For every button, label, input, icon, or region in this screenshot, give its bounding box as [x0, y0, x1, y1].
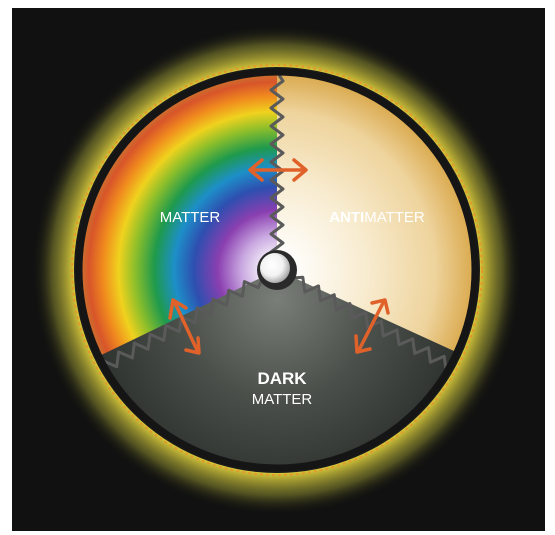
outer-ring: [71, 64, 483, 476]
dark-matter-label-line1: DARK: [257, 369, 307, 388]
antimatter-label: ANTIMATTER: [329, 209, 425, 226]
disc-border: [75, 68, 479, 472]
arrow-top: [248, 158, 308, 182]
arrow-right: [354, 298, 390, 354]
antimatter-label-bold: ANTI: [329, 209, 364, 226]
boundary-wave-top: [269, 72, 285, 254]
matter-label: MATTER: [160, 209, 221, 226]
arrow-left: [168, 298, 201, 355]
boundary-wave-right: [291, 275, 462, 373]
boundary-wave-left: [94, 277, 265, 377]
antimatter-label-regular: MATTER: [364, 209, 425, 226]
dark-matter-label-line2: MATTER: [252, 391, 313, 408]
center-orb: [260, 253, 290, 283]
